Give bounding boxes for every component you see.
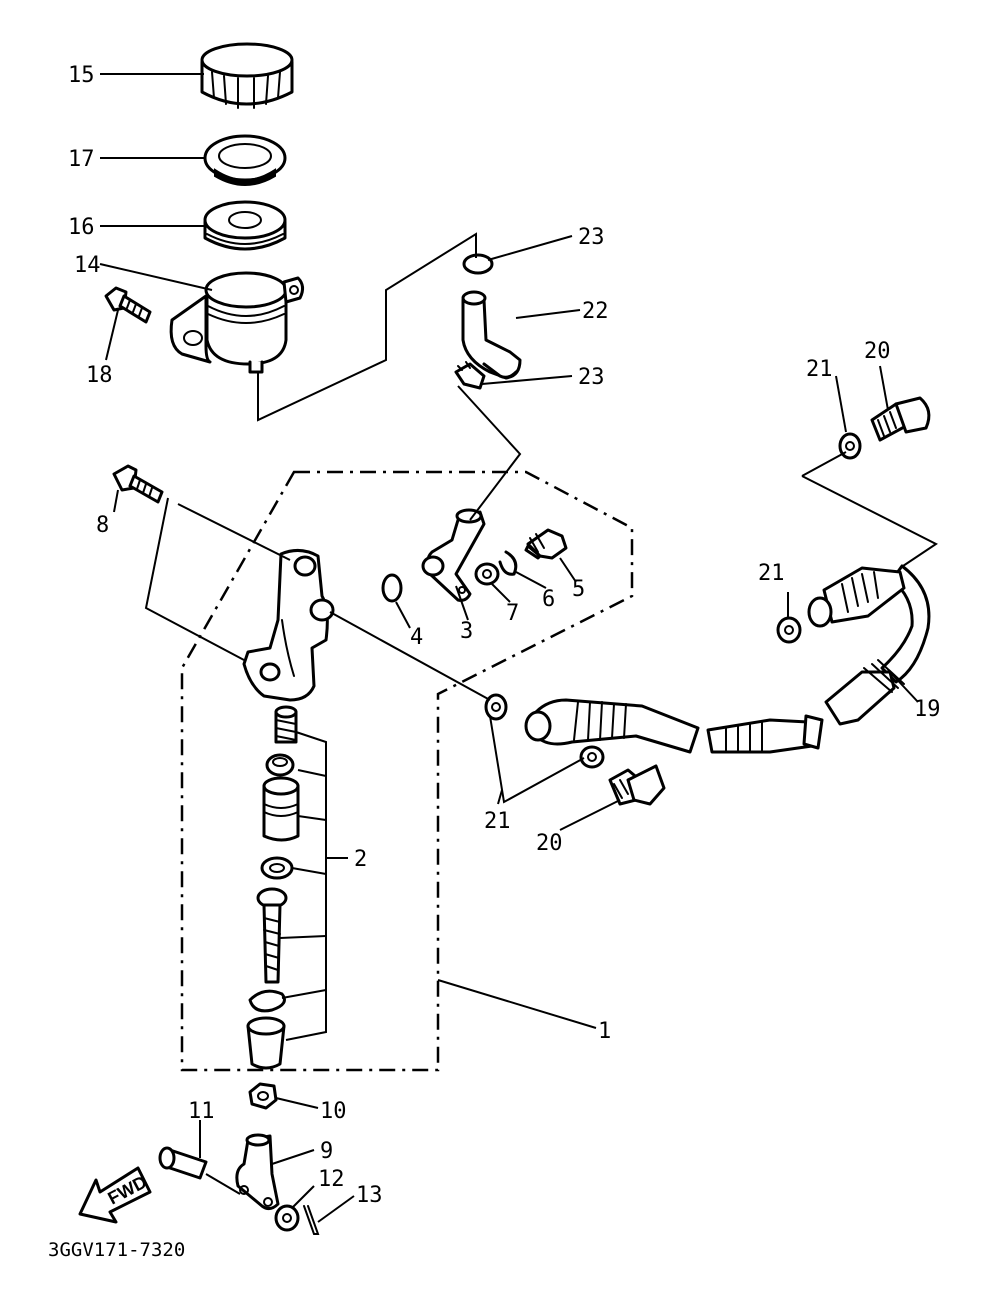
hose-clamp-upper bbox=[462, 253, 494, 275]
callout-1: 1 bbox=[598, 1019, 611, 1044]
callout-20-lower: 20 bbox=[536, 831, 563, 856]
callout-15: 15 bbox=[68, 63, 95, 88]
reservoir-hose bbox=[461, 290, 522, 380]
assembly-boundary bbox=[180, 470, 634, 1072]
callout-labels: 15 17 16 14 18 23 22 23 8 4 3 7 6 5 21 2… bbox=[68, 63, 941, 1208]
circlip bbox=[498, 550, 518, 576]
reservoir-screw bbox=[104, 286, 152, 324]
lock-nut bbox=[248, 1082, 278, 1110]
callout-14: 14 bbox=[74, 253, 101, 278]
callout-17: 17 bbox=[68, 147, 95, 172]
cotter-pin bbox=[303, 1205, 320, 1235]
callout-8: 8 bbox=[96, 513, 109, 538]
callout-10: 10 bbox=[320, 1099, 347, 1124]
callout-23-lower: 23 bbox=[578, 365, 605, 390]
forward-arrow-icon: FWD bbox=[78, 1166, 152, 1224]
washer-small bbox=[474, 562, 500, 586]
diagram-code: 3GGV171-7320 bbox=[48, 1239, 185, 1261]
callout-4: 4 bbox=[410, 625, 423, 650]
callout-11: 11 bbox=[188, 1099, 215, 1124]
callout-9: 9 bbox=[320, 1139, 333, 1164]
copper-washer-mid bbox=[776, 616, 802, 644]
callout-18: 18 bbox=[86, 363, 113, 388]
clevis bbox=[235, 1133, 280, 1211]
callout-6: 6 bbox=[542, 587, 555, 612]
kit-spring bbox=[274, 705, 298, 744]
callout-2: 2 bbox=[354, 847, 367, 872]
kit-circlip bbox=[248, 989, 286, 1013]
callout-23-upper: 23 bbox=[578, 225, 605, 250]
callout-21-mid: 21 bbox=[758, 561, 785, 586]
brake-hose bbox=[524, 564, 931, 754]
kit-push-rod bbox=[256, 887, 288, 984]
plain-washer bbox=[274, 1204, 300, 1232]
callout-3: 3 bbox=[460, 619, 473, 644]
callout-19: 19 bbox=[914, 697, 941, 722]
hose-clamp-lower bbox=[454, 361, 486, 390]
mounting-bolt bbox=[112, 464, 164, 504]
reservoir-tank bbox=[169, 271, 305, 374]
reservoir-diaphragm bbox=[203, 134, 287, 186]
clevis-pin bbox=[158, 1146, 208, 1180]
union-bolt-upper bbox=[870, 396, 931, 442]
callout-12: 12 bbox=[318, 1167, 345, 1192]
union-bolt-lower bbox=[608, 764, 666, 806]
callout-5: 5 bbox=[572, 577, 585, 602]
copper-washer-lower bbox=[579, 745, 605, 769]
o-ring bbox=[381, 573, 403, 603]
callout-7: 7 bbox=[506, 601, 519, 626]
reservoir-cap bbox=[200, 42, 294, 109]
callout-22: 22 bbox=[582, 299, 609, 324]
kit-cup bbox=[265, 753, 295, 777]
kit-piston bbox=[262, 776, 300, 842]
master-cylinder-body bbox=[242, 549, 335, 702]
callout-20-top: 20 bbox=[864, 339, 891, 364]
callout-13: 13 bbox=[356, 1183, 383, 1208]
callout-21-lower: 21 bbox=[484, 809, 511, 834]
copper-washer-left bbox=[484, 693, 508, 721]
leader-lines bbox=[144, 232, 938, 1195]
kit-washer bbox=[260, 856, 294, 880]
union-screw bbox=[524, 528, 568, 560]
callout-pointers bbox=[99, 73, 919, 1223]
kit-boot bbox=[246, 1016, 286, 1070]
diaphragm-holder bbox=[203, 200, 287, 251]
callout-21-top: 21 bbox=[806, 357, 833, 382]
callout-16: 16 bbox=[68, 215, 95, 240]
hose-joint bbox=[421, 508, 486, 602]
